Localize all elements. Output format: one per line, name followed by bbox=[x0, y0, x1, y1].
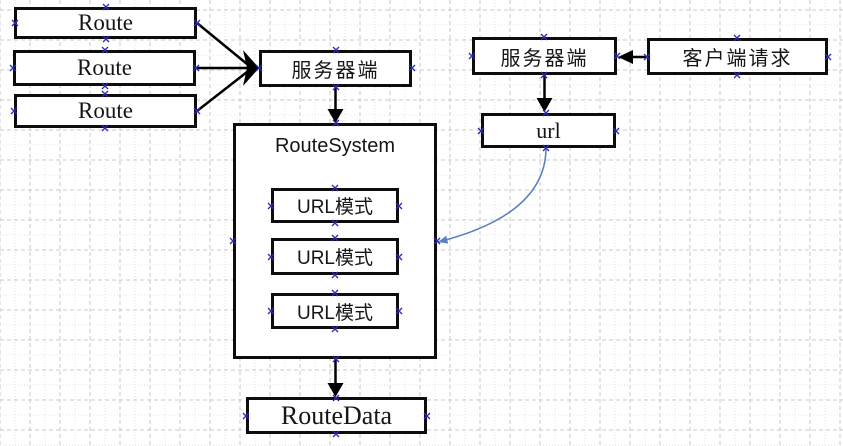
down-arrowhead-icon bbox=[327, 383, 344, 397]
route-shape-2-label: Route bbox=[77, 55, 132, 80]
curve-arrowhead-icon bbox=[438, 235, 449, 244]
connector-url-to-routesystem-curve[interactable] bbox=[437, 148, 547, 243]
left-arrowhead-icon bbox=[618, 50, 633, 64]
down-arrowhead-icon bbox=[327, 109, 344, 123]
route-shape-1-label: Route bbox=[78, 10, 133, 35]
url-pattern-1-label: URL模式 bbox=[296, 197, 373, 218]
server-shape-left-label: 服务器端 bbox=[291, 60, 380, 82]
url-pattern-3-label: URL模式 bbox=[296, 302, 373, 324]
url-pattern-2-label: URL模式 bbox=[296, 248, 373, 269]
connector-route3-to-server[interactable] bbox=[196, 71, 248, 112]
routesystem-title: RouteSystem bbox=[274, 135, 396, 157]
route-shape-3-label: Route bbox=[78, 98, 133, 123]
merge-arrowhead-icon bbox=[243, 50, 259, 86]
routedata-shape[interactable]: RouteData bbox=[246, 397, 427, 434]
down-arrowhead-icon bbox=[536, 98, 553, 112]
connector-route1-to-server[interactable] bbox=[196, 22, 248, 65]
server-shape-right-label: 服务器端 bbox=[500, 47, 589, 70]
url-shape-label: url bbox=[536, 117, 561, 143]
routedata-label: RouteData bbox=[280, 400, 393, 430]
client-request-label: 客户端请求 bbox=[682, 48, 793, 70]
